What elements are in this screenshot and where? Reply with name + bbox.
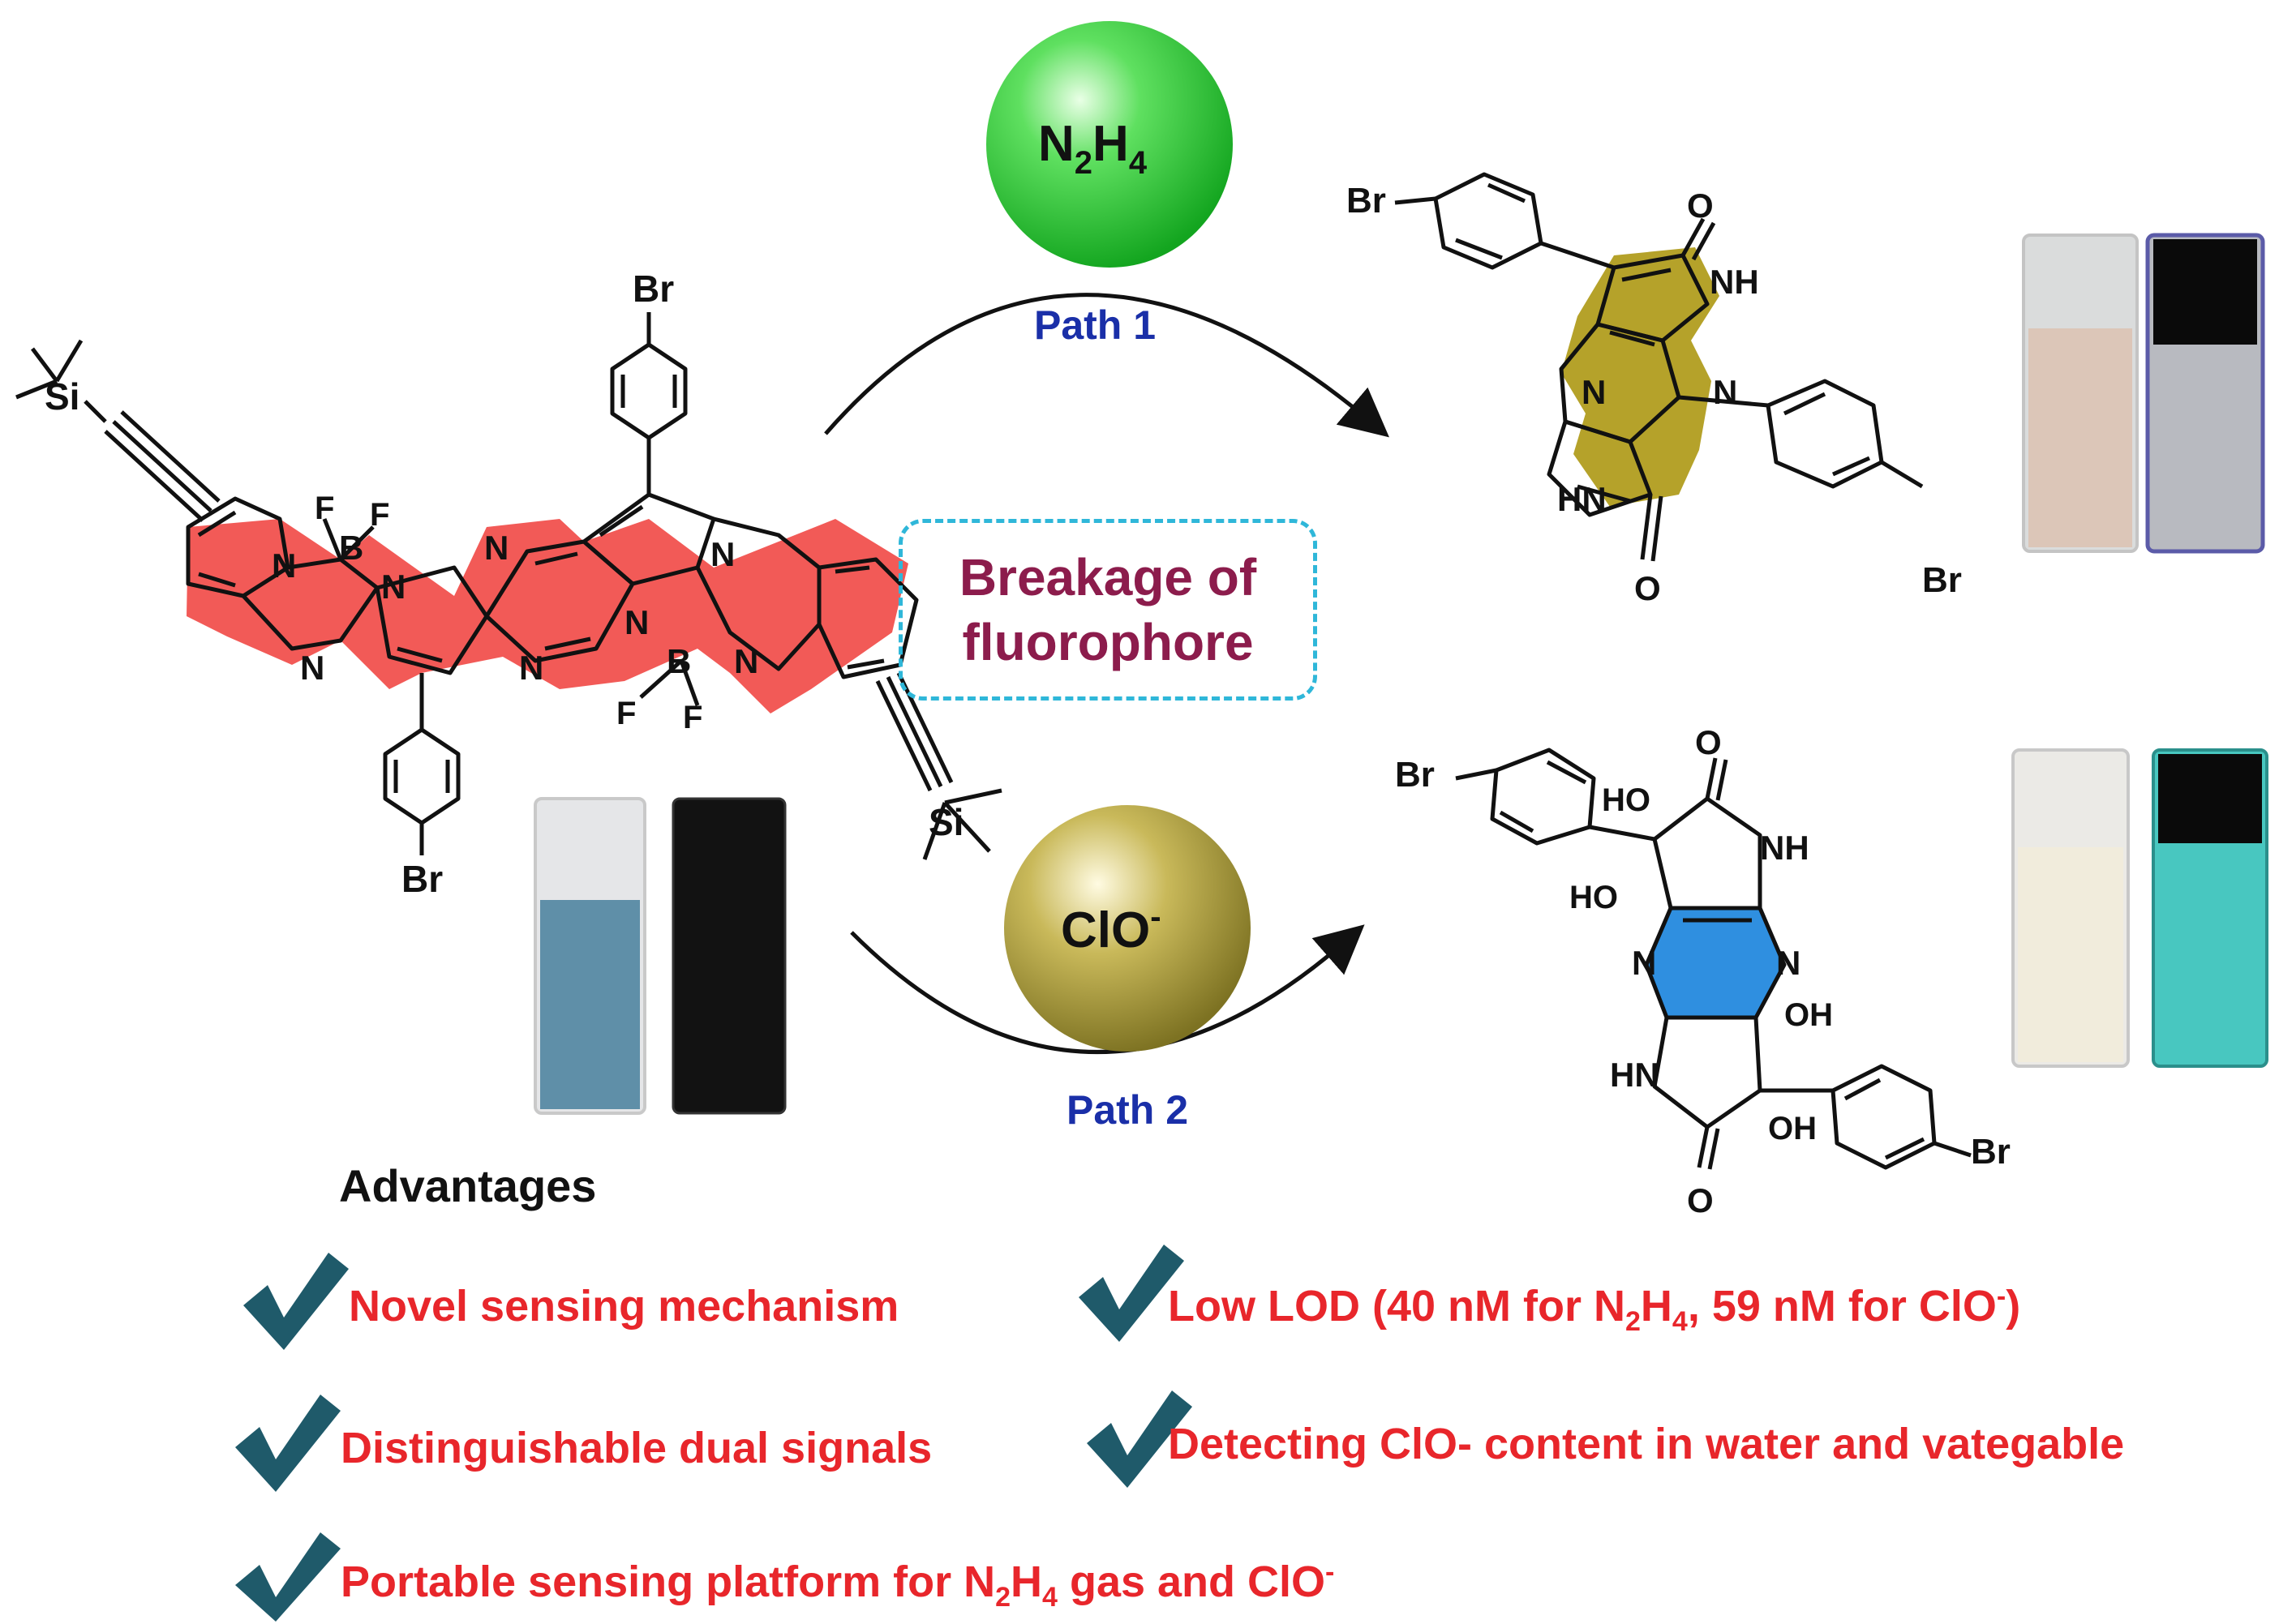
path1-label: Path 1 [1034,302,1157,348]
atom-br-bottom: Br [401,858,443,900]
p1-atom-o-bottom: O [1634,569,1661,607]
p2-atom-o-top: O [1695,723,1722,761]
atom-b-right: B [667,642,691,680]
advantage-item: Novel sensing mechanism [331,1281,899,1331]
vial-pair-path1 [2022,233,2265,554]
path2-product-structure: O HO NH HO N N OH HN OH O Br Br [1395,723,2011,1219]
check-icon [235,1395,341,1492]
advantage-text: Detecting ClO- content in water and vate… [1168,1420,2125,1468]
vial-uv-start [672,797,787,1115]
p2-atom-br-top: Br [1395,755,1435,795]
advantage-item: Low LOD (40 nM for N2H4, 59 nM for ClO-) [1150,1281,2020,1338]
advantage-item: Distinguishable dual signals [323,1423,932,1473]
p2-atom-n-2: N [1776,944,1800,982]
check-icon [243,1253,349,1350]
atom-n-2: N [381,568,406,606]
atom-n-1: N [272,546,296,585]
advantage-item: Portable sensing platform for N2H4 gas a… [323,1557,1334,1613]
advantage-text: Portable sensing platform for N2H4 gas a… [341,1557,1335,1613]
vial-pair-path2 [2011,748,2268,1068]
check-icon [235,1532,341,1622]
path2-core-shape [1646,908,1784,1018]
p2-atom-oh-1: OH [1784,997,1833,1033]
p2-atom-ho-1: HO [1602,782,1650,818]
atom-si-right: Si [929,801,964,843]
advantage-text: Distinguishable dual signals [341,1424,933,1472]
path2-arrow [850,924,1365,1054]
vial-uv-path1-top [2153,239,2257,345]
atom-n-4: N [484,529,509,567]
p1-atom-n-1: N [1582,373,1606,411]
breakage-box: Breakage of fluorophore [899,519,1317,701]
breakage-line-1: Breakage of [959,548,1257,606]
path2-label: Path 2 [1067,1087,1189,1133]
atom-f-1: F [315,491,334,526]
p2-atom-hn: HN [1610,1056,1659,1094]
vial-daylight-path1-solution [2028,328,2132,547]
atom-n-8: N [734,642,758,680]
atom-f-2: F [370,497,389,533]
p1-atom-hn: HN [1557,480,1607,518]
p2-atom-ho-2: HO [1569,880,1618,915]
atom-si-left: Si [45,375,79,418]
p1-atom-nh: NH [1710,263,1759,301]
p2-atom-n-1: N [1632,944,1656,982]
atom-n-5: N [519,649,543,687]
hydrazine-sphere: N2H4 [986,21,1233,268]
vial-pair-start [534,797,787,1115]
hypochlorite-label: ClO- [1061,899,1161,958]
atom-br-top: Br [633,268,674,310]
breakage-line-2: fluorophore [962,613,1254,671]
hypochlorite-sphere: ClO- [1004,805,1251,1052]
atom-b-left: B [339,529,363,567]
p1-atom-n-2: N [1713,373,1737,411]
path1-product-structure: O NH N N HN O Br Br [1346,172,1962,607]
p1-atom-br-top: Br [1346,181,1386,221]
p2-atom-o-bottom: O [1687,1181,1714,1219]
vial-uv-path2-top [2158,754,2262,843]
atom-f-3: F [616,696,636,731]
atom-n-3: N [300,649,324,687]
atom-n-6: N [710,535,735,573]
p2-atom-br-bottom: Br [1971,1132,2011,1172]
fluorophore-structure: Si Br Br N B F F N N N N N N B F F N Si [15,268,1002,900]
p1-atom-o-top: O [1687,186,1714,225]
vial-daylight-path2-solution [2018,847,2123,1062]
p1-atom-br-bottom: Br [1922,560,1962,600]
advantages-title: Advantages [339,1160,597,1211]
check-icon [1087,1390,1192,1488]
check-icon [1079,1245,1184,1342]
p2-atom-oh-2: OH [1768,1111,1817,1146]
advantage-item: Detecting ClO- content in water and vate… [1150,1419,2124,1469]
path1-arrow [824,293,1389,438]
advantage-text: Low LOD (40 nM for N2H4, 59 nM for ClO-) [1168,1281,2021,1337]
hydrazine-label: N2H4 [1038,116,1148,181]
p2-atom-nh: NH [1760,829,1809,867]
check-marks [235,1245,1192,1622]
fluorophore-core-shape [187,519,908,713]
vial-daylight-solution [540,900,640,1109]
advantage-text: Novel sensing mechanism [349,1282,899,1330]
atom-n-7: N [624,603,649,641]
atom-f-4: F [683,700,702,735]
